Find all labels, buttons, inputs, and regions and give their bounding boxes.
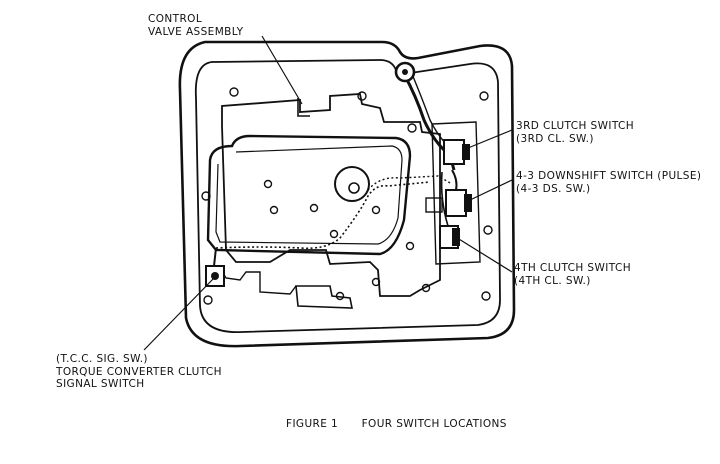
label-control-valve: CONTROL VALVE ASSEMBLY (148, 13, 243, 38)
bolt-hole (405, 241, 415, 251)
bolt-hole (407, 123, 417, 133)
leader-fourth-clutch (453, 235, 513, 273)
bolt-hole (479, 91, 489, 101)
valve-body (221, 93, 441, 297)
top-connector-pin (402, 69, 408, 75)
label-fourth-clutch-switch: 4TH CLUTCH SWITCH (4TH CL. SW.) (514, 262, 631, 287)
main-wire-2 (411, 73, 449, 147)
bolt-hole (335, 291, 345, 301)
label-tcc-line2: TORQUE CONVERTER CLUTCH (56, 365, 222, 378)
wire-frame-inner (215, 145, 403, 245)
bolt-hole (263, 179, 273, 189)
tcc-wire (213, 247, 217, 267)
bolt-hole (229, 87, 239, 97)
third-clutch-switch (443, 139, 465, 165)
label-third-clutch-line2: (3RD CL. SW.) (516, 132, 594, 145)
label-downshift-switch: 4-3 DOWNSHIFT SWITCH (PULSE) (4-3 DS. SW… (516, 170, 701, 195)
bolt-hole (371, 277, 381, 287)
lower-plate (295, 285, 353, 309)
bolt-hole (357, 91, 367, 101)
downshift-switch-cap (464, 194, 472, 212)
bolt-hole (203, 295, 213, 305)
downshift-body (425, 197, 443, 213)
switch-bracket (431, 121, 481, 265)
leader-tcc (143, 277, 215, 351)
label-tcc-line3: SIGNAL SWITCH (56, 378, 145, 390)
lower-bar (219, 267, 297, 295)
label-tcc-line1: (T.C.C. SIG. SW.) (56, 353, 148, 365)
switch-wire-2 (440, 171, 449, 227)
bolt-hole (269, 205, 279, 215)
wire-frame (206, 134, 412, 256)
tcc-switch-pin (211, 272, 219, 280)
case-inner-outline (194, 59, 501, 333)
center-boss (334, 166, 370, 202)
bolt-hole (371, 205, 381, 215)
bolt-hole (481, 291, 491, 301)
harness-dotted-1 (215, 181, 431, 250)
leader-control-valve (261, 35, 303, 105)
leader-third-clutch (467, 129, 513, 149)
label-downshift-line2: (4-3 DS. SW.) (516, 182, 591, 195)
leader-downshift (469, 179, 513, 201)
switch-wire-1 (451, 169, 458, 191)
case-outer-outline (178, 40, 516, 348)
bolt-hole (201, 191, 211, 201)
label-control-valve-line2: VALVE ASSEMBLY (148, 25, 244, 38)
bolt-hole (421, 283, 431, 293)
label-tcc-switch: (T.C.C. SIG. SW.) TORQUE CONVERTER CLUTC… (56, 353, 222, 391)
figure-caption: FIGURE 1 FOUR SWITCH LOCATIONS (286, 418, 507, 431)
figure-title: FOUR SWITCH LOCATIONS (361, 418, 507, 430)
label-third-clutch-line1: 3RD CLUTCH SWITCH (516, 120, 635, 132)
label-third-clutch-switch: 3RD CLUTCH SWITCH (3RD CL. SW.) (516, 120, 634, 145)
downshift-switch (445, 189, 467, 217)
bolt-holes (201, 87, 493, 305)
third-clutch-switch-cap (462, 144, 470, 160)
label-fourth-clutch-line2: (4TH CL. SW.) (514, 274, 591, 287)
leader-lines (143, 35, 513, 351)
label-control-valve-line1: CONTROL (148, 13, 203, 25)
valve-notch (297, 98, 310, 117)
bolt-hole (309, 203, 319, 213)
bolt-hole (329, 229, 339, 239)
figure-number: FIGURE 1 (286, 418, 339, 430)
label-downshift-line1: 4-3 DOWNSHIFT SWITCH (PULSE) (516, 170, 702, 182)
center-boss-hole (348, 182, 360, 194)
bolt-hole (483, 225, 493, 235)
label-fourth-clutch-line1: 4TH CLUTCH SWITCH (514, 262, 632, 274)
